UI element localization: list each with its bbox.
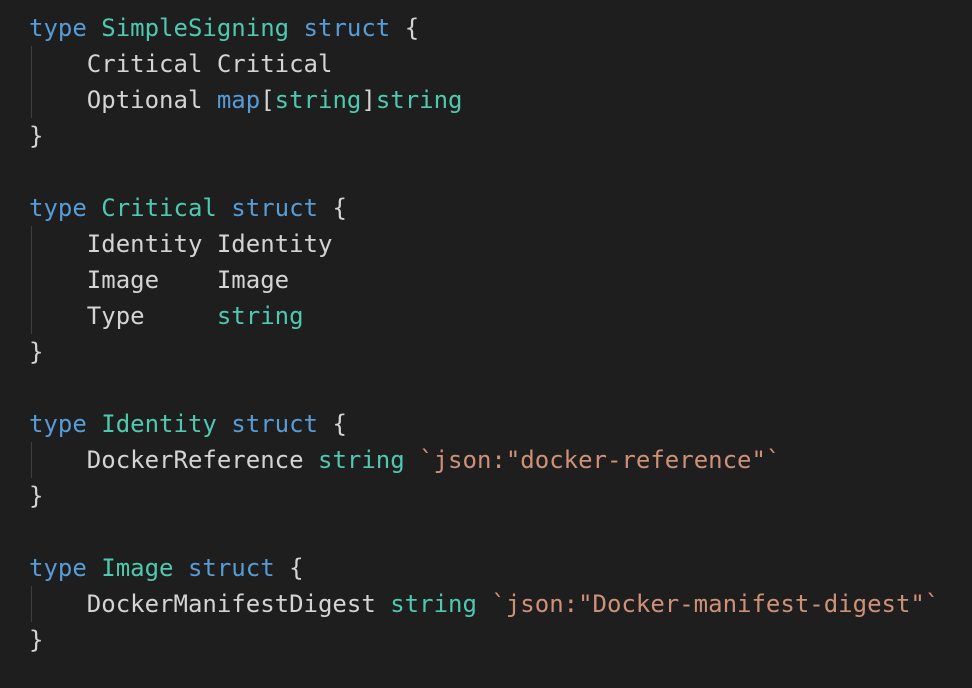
close-brace: } — [29, 122, 44, 150]
type-name: Image — [101, 554, 174, 582]
code-line: type SimpleSigning struct { — [29, 10, 419, 46]
field-type: string — [318, 446, 405, 474]
field-name: Critical — [86, 50, 203, 78]
code-line: Type string — [29, 298, 304, 334]
field-name: Type — [86, 302, 145, 330]
code-line: DockerReference string `json:"docker-ref… — [29, 442, 781, 478]
open-brace: { — [289, 554, 304, 582]
bracket: [ — [260, 86, 275, 114]
type-name: Critical — [101, 194, 217, 222]
keyword-map: map — [216, 86, 261, 114]
field-type: Image — [216, 266, 290, 294]
field-type: string — [390, 590, 477, 618]
open-brace: { — [332, 410, 347, 438]
field-name: Identity — [86, 230, 203, 258]
field-type: Identity — [216, 230, 333, 258]
field-name: DockerManifestDigest — [86, 590, 376, 618]
field-type: string — [216, 302, 304, 330]
code-line: DockerManifestDigest string `json:"Docke… — [29, 586, 940, 622]
keyword-type: type — [29, 194, 87, 222]
field-type: Critical — [216, 50, 333, 78]
code-line: type Image struct { — [29, 550, 304, 586]
struct-tag: `json:"Docker-manifest-digest"` — [491, 590, 940, 618]
code-line: } — [29, 118, 43, 154]
keyword-struct: struct — [303, 14, 391, 42]
field-name: Optional — [86, 86, 203, 114]
code-line: type Critical struct { — [29, 190, 347, 226]
close-brace: } — [29, 482, 44, 510]
field-name: DockerReference — [86, 446, 304, 474]
code-line: Identity Identity — [29, 226, 333, 262]
code-line: } — [29, 478, 43, 514]
close-brace: } — [29, 338, 44, 366]
close-brace: } — [29, 626, 44, 654]
field-type: string — [274, 86, 362, 114]
indent-guide — [31, 226, 32, 334]
keyword-struct: struct — [187, 554, 275, 582]
code-line: Optional map[string]string — [29, 82, 463, 118]
code-line: } — [29, 622, 43, 658]
bracket: ] — [361, 86, 376, 114]
keyword-struct: struct — [231, 194, 318, 222]
indent-guide — [31, 442, 32, 478]
keyword-type: type — [29, 410, 87, 438]
indent-guide — [31, 46, 32, 118]
type-name: SimpleSigning — [101, 14, 290, 42]
indent-guide — [31, 586, 32, 622]
open-brace: { — [332, 194, 347, 222]
field-type: string — [375, 86, 463, 114]
open-brace: { — [404, 14, 420, 42]
code-line: Critical Critical — [29, 46, 333, 82]
keyword-type: type — [29, 14, 87, 42]
type-name: Identity — [101, 410, 217, 438]
code-line: } — [29, 334, 43, 370]
code-line: Image Image — [29, 262, 289, 298]
field-name: Image — [86, 266, 160, 294]
struct-tag: `json:"docker-reference"` — [419, 446, 781, 474]
code-line: type Identity struct { — [29, 406, 347, 442]
keyword-type: type — [29, 554, 87, 582]
keyword-struct: struct — [231, 410, 318, 438]
